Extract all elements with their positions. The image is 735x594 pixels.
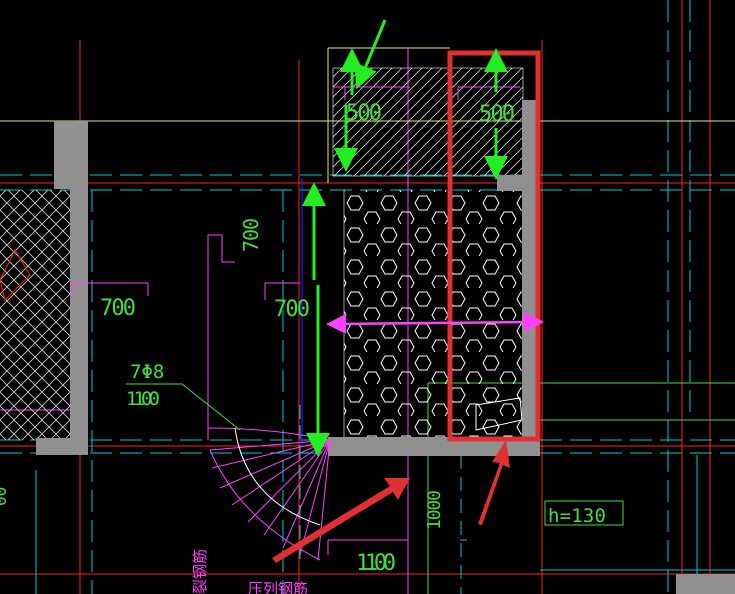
dim-500-left: 500 <box>346 101 382 126</box>
slab-tag-frame <box>544 500 624 526</box>
dim-700-vertical: 700 <box>239 218 263 252</box>
rebar-length-label: 1100 <box>126 388 160 410</box>
dim-700-left: 700 <box>100 296 136 321</box>
dimension-labels: 500 500 700 700 1100 <box>100 101 515 576</box>
red-annotation-arrows <box>272 440 510 563</box>
edge-fragment: 00 <box>0 487 10 506</box>
magenta-dimension-lines <box>71 234 467 555</box>
magenta-double-arrow <box>326 312 544 334</box>
hex-pattern-slab <box>343 190 524 438</box>
note-press-rebar: 压列钢筋 <box>248 580 308 594</box>
slab-thickness-tag: h=130 <box>548 505 606 527</box>
rebar-count-label: 7Φ8 <box>130 361 164 383</box>
dim-700-mid: 700 <box>274 297 310 322</box>
rebar-leader <box>126 383 241 431</box>
dim-1100-bottom: 1100 <box>356 551 396 576</box>
left-wall-region <box>0 121 88 455</box>
dim-1000-vertical: 1000 <box>424 490 445 530</box>
green-annotation-arrows <box>302 19 508 457</box>
corner-wall <box>676 574 735 594</box>
dim-500-right: 500 <box>479 102 515 127</box>
note-crack-rebar: 裂钢筋 <box>191 549 209 594</box>
